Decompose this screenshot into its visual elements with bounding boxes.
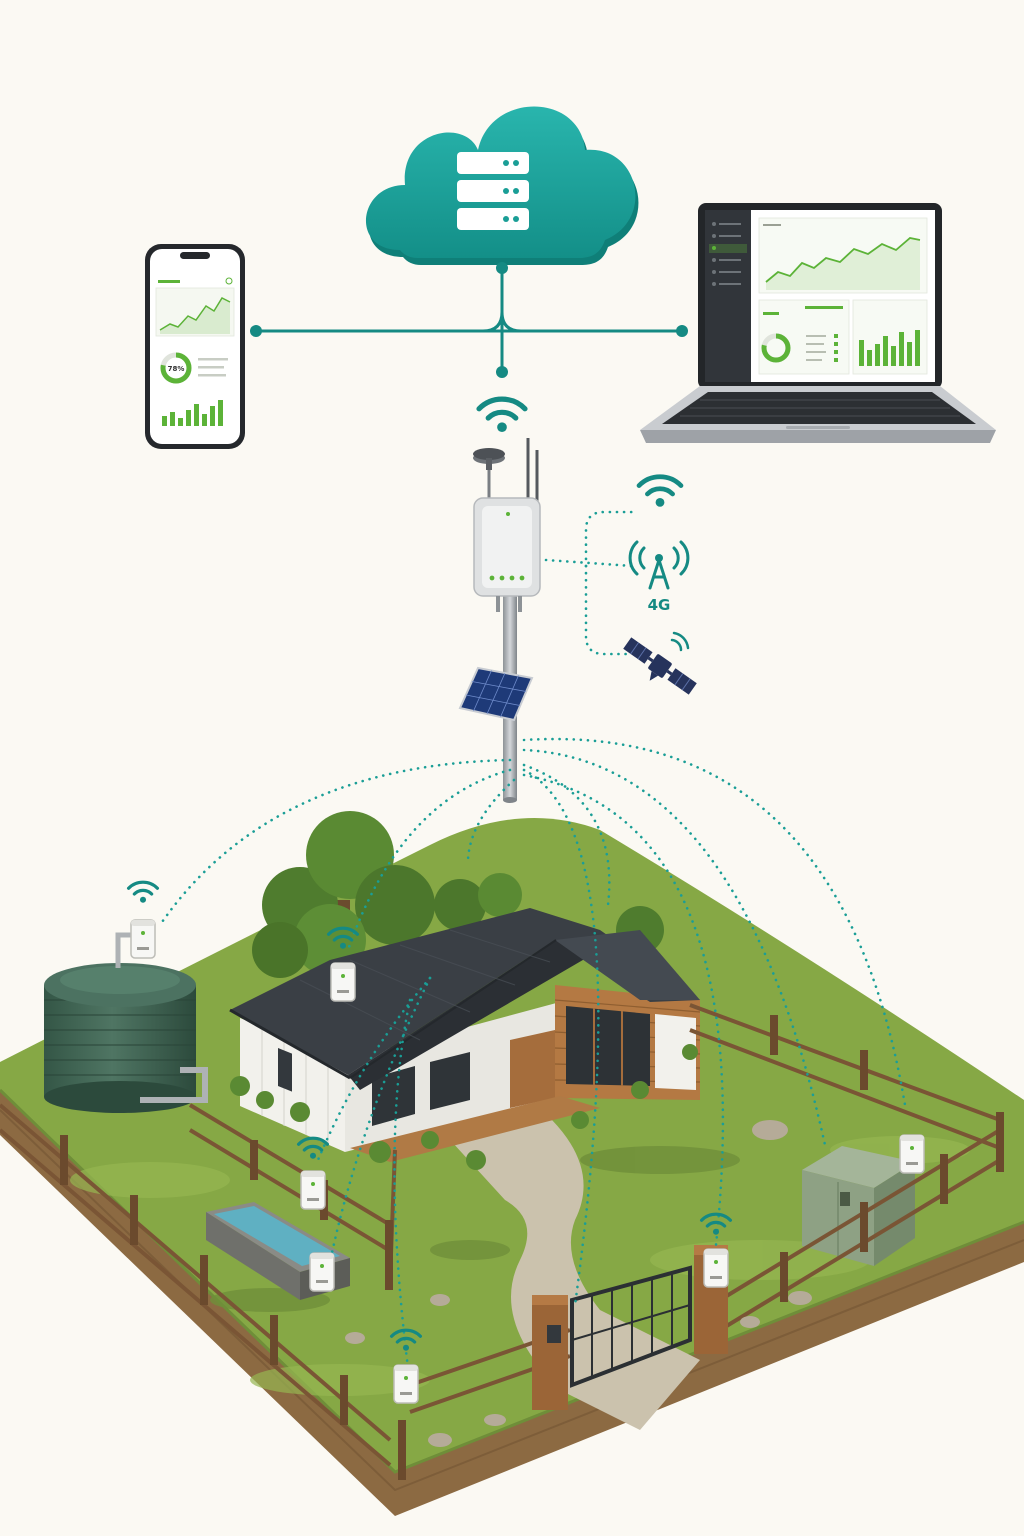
link-nodes <box>250 262 688 378</box>
gateway-pole <box>458 438 541 803</box>
wifi-icon <box>639 477 681 507</box>
server-icon <box>457 152 529 230</box>
gravel-path <box>452 1120 700 1430</box>
connectivity-links <box>544 510 634 656</box>
sensor-wireless-links <box>158 737 907 1370</box>
phone-bar-chart <box>162 400 223 426</box>
sensor-trough <box>309 1252 335 1292</box>
farm-gate <box>532 1245 728 1410</box>
satellite-signal <box>670 631 690 652</box>
trees <box>252 811 664 980</box>
cloud-link-lines <box>256 268 682 372</box>
sensor-fence-east <box>899 1134 925 1174</box>
cloud-server-icon <box>365 106 639 265</box>
phone-donut-label: 78% <box>168 365 185 373</box>
satellite-icon <box>623 637 697 695</box>
rocks <box>345 1120 812 1447</box>
sensor-tank <box>126 880 160 959</box>
cell-tower-icon: 4G <box>628 540 690 614</box>
gateway-device <box>473 497 541 597</box>
cell-4g-label: 4G <box>648 596 671 614</box>
smartphone-dashboard[interactable]: 78% <box>145 244 245 449</box>
phone-donut-gauge: 78% <box>160 352 192 384</box>
farmhouse <box>229 908 701 1170</box>
laptop-dashboard[interactable] <box>640 203 996 443</box>
solar-panel <box>458 666 534 722</box>
laptop-bar-chart <box>859 330 920 366</box>
water-tank <box>44 932 208 1113</box>
gateway-wifi-icon <box>479 399 525 432</box>
